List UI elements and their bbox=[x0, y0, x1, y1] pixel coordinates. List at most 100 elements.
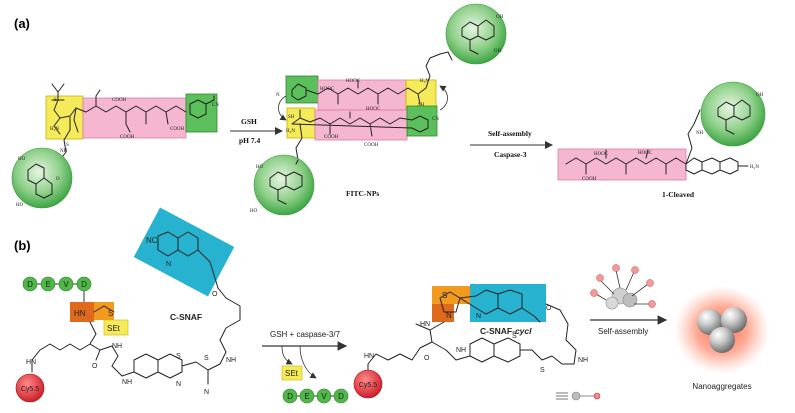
peptide-box-top bbox=[317, 79, 407, 111]
c-snaf-cycl-molecule: S N N HN O HN NH S S O NH bbox=[364, 284, 588, 375]
cleaved-product: HOOC HOOC COOH H₂N NH bbox=[557, 109, 759, 182]
c-snaf-cycl-label: C-SNAF-cycl bbox=[480, 326, 532, 336]
cycl-s-tz-label: S bbox=[540, 367, 545, 374]
residue-label-2: E bbox=[45, 280, 50, 289]
cn-bottom-label: CN bbox=[432, 117, 439, 122]
devd-leaving-beads: D E V D bbox=[282, 388, 349, 404]
hooc-label-1: HOOC bbox=[320, 87, 335, 92]
cycl-o-ether-label: O bbox=[546, 305, 552, 312]
fitc-dye-dimer-bottom: HO HO bbox=[250, 154, 315, 216]
probe-molecule-a: H₂N S COOH COOH COOH CN NH S bbox=[45, 83, 219, 161]
fitc-dye-product: OH bbox=[700, 81, 766, 147]
cycl-quin-n-label: N bbox=[476, 313, 481, 320]
oh-label-top-2: OH bbox=[494, 49, 502, 54]
c-snaf-molecule: HN S SEt NH O HN NH S N S N NH bbox=[26, 287, 241, 396]
s-bt-label: S bbox=[176, 353, 181, 360]
o-label-csnaf: O bbox=[92, 363, 98, 370]
s-label-csnaf: S bbox=[108, 309, 113, 318]
oxygen-label: O bbox=[56, 177, 60, 182]
nanoaggregates-label: Nanoaggregates bbox=[692, 382, 751, 391]
cooh-bottom-1: COOH bbox=[324, 135, 339, 140]
hooc-label-2: HOOC bbox=[346, 79, 361, 84]
amine-bottom-label: H₂N bbox=[286, 129, 295, 134]
ho-label-dimer-2: HO bbox=[250, 209, 258, 214]
c-snaf-label: C-SNAF bbox=[170, 312, 202, 322]
cyan-quinoline-box: NC N bbox=[133, 207, 235, 297]
c-snaf-cycl-suffix: cycl bbox=[515, 326, 532, 336]
amine-label: H₂N bbox=[50, 127, 59, 132]
cooh-label-1: COOH bbox=[112, 98, 127, 103]
oh-product: OH bbox=[756, 93, 764, 98]
quinoline-n-label: N bbox=[166, 261, 171, 268]
cycl-n-label: N bbox=[446, 311, 452, 320]
cycl-orange-top bbox=[432, 286, 470, 304]
nitrile-n-label: N bbox=[276, 93, 280, 98]
condition-ph: pH 7.4 bbox=[239, 136, 261, 145]
cysteine-orange-box bbox=[70, 302, 94, 322]
thio-label: S bbox=[66, 143, 69, 148]
cbt-box bbox=[185, 93, 218, 133]
nc-label: NC bbox=[146, 236, 158, 245]
sulfur-label: S bbox=[54, 98, 57, 103]
hydroxyl-label: HO bbox=[18, 157, 26, 162]
cooh-bottom-2: COOH bbox=[364, 143, 379, 148]
ho-label-dimer: HO bbox=[256, 165, 264, 170]
peptide-box-product bbox=[557, 148, 687, 181]
cycl-orange-bottom bbox=[432, 304, 454, 322]
n-bt-label: N bbox=[176, 381, 181, 388]
fitc-dye-dimer-top: OH OH bbox=[445, 3, 507, 65]
residue-bead-1 bbox=[22, 276, 38, 292]
hooc-product-1: HOOC bbox=[594, 152, 609, 157]
residue-bead-2 bbox=[40, 276, 56, 292]
amine-top-label: H₂N bbox=[420, 79, 429, 84]
residue-bead-3 bbox=[58, 276, 74, 292]
step-self-assembly: Self-assembly bbox=[488, 129, 532, 138]
set-leaving-box bbox=[281, 365, 303, 381]
reagent-gsh: GSH bbox=[241, 117, 257, 126]
nh-amide-label: NH bbox=[122, 379, 132, 386]
o-ether-label: O bbox=[212, 291, 218, 298]
cy55-label-middle: Cy5.5 bbox=[359, 382, 377, 389]
set-leaving-label: SEt bbox=[285, 369, 299, 378]
cycl-nh-label: NH bbox=[456, 347, 466, 354]
devd-peptide-beads: D E V D bbox=[22, 276, 92, 292]
nanoparticle-dimer: N HOOC HOOC HOOC H₂N SH SH H₂N COOH COOH… bbox=[276, 51, 449, 161]
residue-label-3: V bbox=[63, 280, 69, 289]
panel-a-label: (a) bbox=[14, 16, 30, 31]
cooh-label-3: COOH bbox=[170, 127, 185, 132]
cooh-label-2: COOH bbox=[120, 135, 135, 140]
cycl-hn-lys-label: HN bbox=[364, 353, 374, 360]
cycl-nh-linker-label: NH bbox=[578, 357, 588, 364]
nh-linker-label: NH bbox=[226, 357, 236, 364]
cycl-o-label: O bbox=[424, 355, 430, 362]
fitc-nps-label: FITC-NPs bbox=[346, 189, 379, 198]
leaving-residue-2: E bbox=[304, 392, 309, 401]
hydroxyl-label-2: HO bbox=[16, 203, 24, 208]
product-label: 1-Cleaved bbox=[662, 190, 695, 199]
leaving-residue-4: D bbox=[338, 392, 344, 401]
step-caspase: Caspase-3 bbox=[494, 150, 527, 159]
cbt-box-top bbox=[285, 75, 319, 104]
set-label: SEt bbox=[107, 324, 121, 333]
cy55-dye-left: Cy5.5 bbox=[15, 373, 45, 403]
amine-product: H₂N bbox=[750, 165, 759, 170]
s-tz-label: S bbox=[204, 355, 209, 362]
nh-label-csnaf: NH bbox=[112, 343, 122, 350]
self-assembly-label-b: Self-assembly bbox=[598, 327, 648, 336]
cycl-s-bt-label: S bbox=[512, 333, 517, 340]
nh-label: NH bbox=[60, 149, 68, 154]
cycl-hn-label: HN bbox=[420, 321, 430, 328]
hooc-label-3: HOOC bbox=[366, 107, 381, 112]
hooc-product-2: HOOC bbox=[638, 151, 653, 156]
residue-label-4: D bbox=[81, 280, 87, 289]
nanoaggregate-cluster bbox=[674, 286, 770, 374]
hn-label: HN bbox=[74, 309, 86, 318]
cn-label: CN bbox=[212, 103, 219, 108]
panel-b-label: (b) bbox=[14, 238, 31, 253]
peptide-box bbox=[82, 97, 187, 139]
assembly-cluster-icon bbox=[590, 264, 656, 310]
cy55-dye-middle: Cy5.5 bbox=[353, 369, 383, 399]
leaving-residue-1: D bbox=[287, 392, 293, 401]
disulfide-box bbox=[94, 302, 114, 320]
